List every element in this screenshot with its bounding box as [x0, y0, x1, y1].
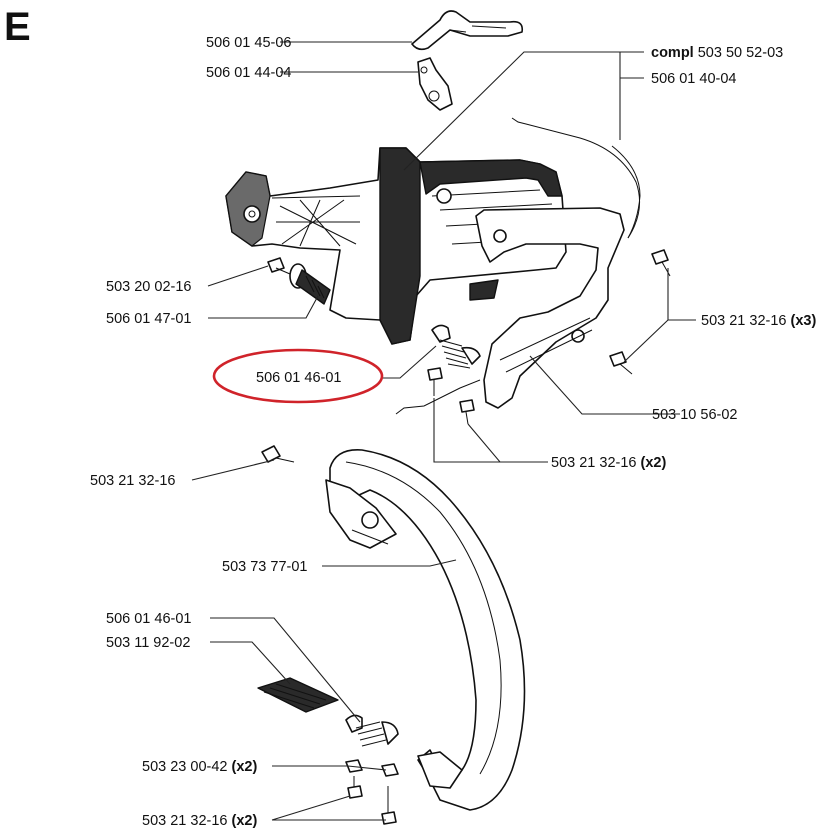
throttle-lever-part: [411, 10, 524, 51]
label-503-21-32-16-bottom-x2: 503 21 32-16 (x2): [142, 813, 257, 829]
label-506-01-40-04: 506 01 40-04: [651, 71, 736, 87]
label-506-01-46-01-top: 506 01 46-01: [256, 370, 341, 386]
section-letter: E: [4, 5, 31, 49]
trigger-latch-part: [417, 57, 453, 111]
single-screw-part: [261, 445, 295, 463]
label-503-23-00-42-x2: 503 23 00-42 (x2): [142, 759, 257, 775]
quantity: (x2): [232, 759, 258, 775]
bottom-screws-part: [347, 776, 397, 825]
part-number: 503 21 32-16: [142, 813, 227, 829]
label-503-73-77-01: 503 73 77-01: [222, 559, 307, 575]
label-503-21-32-16-x3: 503 21 32-16 (x3): [701, 313, 816, 329]
damper-screw-part: [267, 257, 291, 275]
label-503-21-32-16: 503 21 32-16: [90, 473, 175, 489]
front-handle-part: [325, 449, 526, 811]
decal-plate-part: [257, 677, 339, 713]
rubber-damper-part: [289, 263, 331, 305]
damper-spring-bottom-part: [345, 714, 399, 747]
rear-handle-housing-part: [225, 147, 567, 345]
label-503-10-56-02: 503 10 56-02: [652, 407, 737, 423]
quantity: (x2): [232, 813, 258, 829]
label-506-01-44-04: 506 01 44-04: [206, 65, 291, 81]
part-number: 503 23 00-42: [142, 759, 227, 775]
label-503-20-02-16: 503 20 02-16: [106, 279, 191, 295]
damper-spring-top-part: [431, 324, 481, 369]
label-506-01-46-01-bottom: 506 01 46-01: [106, 611, 191, 627]
part-number: 503 21 32-16: [551, 455, 636, 471]
highlight-circle: [212, 348, 384, 404]
washers-part: [345, 759, 399, 777]
handle-cover-plate-part: [475, 207, 625, 409]
part-number: 503 21 32-16: [701, 313, 786, 329]
quantity: (x3): [791, 313, 817, 329]
label-503-11-92-02: 503 11 92-02: [106, 635, 190, 651]
leader-lines: [191, 41, 696, 821]
screws-x2-part: [395, 367, 481, 425]
compl-prefix: compl: [651, 45, 694, 61]
screws-x3-part: [609, 249, 671, 375]
label-503-21-32-16-x2: 503 21 32-16 (x2): [551, 455, 666, 471]
quantity: (x2): [641, 455, 667, 471]
label-compl-503-50-52-03: compl 503 50 52-03: [651, 45, 783, 61]
compl-number: 503 50 52-03: [698, 45, 783, 61]
label-506-01-45-06: 506 01 45-06: [206, 35, 291, 51]
label-506-01-47-01: 506 01 47-01: [106, 311, 191, 327]
throttle-wire-part: [511, 117, 641, 239]
